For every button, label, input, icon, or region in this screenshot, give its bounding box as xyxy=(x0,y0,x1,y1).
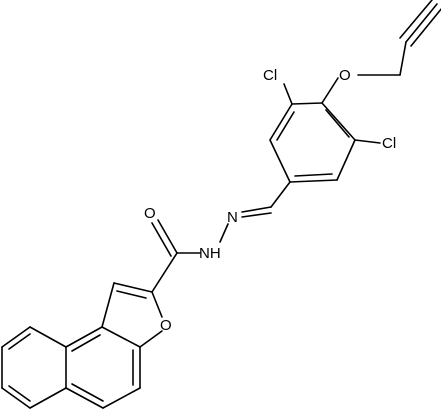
bond-furan-1 xyxy=(151,291,163,318)
bond-ring-inner-3 xyxy=(276,111,295,141)
bond-alkyne-2 xyxy=(399,0,433,39)
atom-label-o-ether: O xyxy=(339,67,351,84)
bond-ring-inner-1 xyxy=(325,109,350,138)
atom-labels: Cl O Cl O N NH O xyxy=(144,67,396,334)
bond-naph-7 xyxy=(1,326,31,348)
bond-furan-3 xyxy=(101,282,115,328)
atom-label-n-imine: N xyxy=(227,209,238,226)
bond-n-nh xyxy=(219,223,229,243)
atom-label-nh: NH xyxy=(199,245,221,262)
bond-naph-9 xyxy=(1,387,31,409)
bond-co-furan xyxy=(151,252,178,293)
bond-furan-2 xyxy=(113,282,153,293)
atom-label-cl-right: Cl xyxy=(382,135,396,152)
bond-ring-1 xyxy=(321,102,356,141)
bond-propargyl-ch2 xyxy=(399,41,407,76)
bond-naph-10 xyxy=(29,387,67,409)
bond-naph-3b xyxy=(71,383,104,402)
bond-ring-4 xyxy=(269,139,291,183)
bond-alkyne-1 xyxy=(405,3,438,43)
bond-naph-3 xyxy=(65,387,104,409)
bond-ring-inner-2 xyxy=(294,173,333,177)
bond-ring-3 xyxy=(289,179,338,183)
bond-ring-ch xyxy=(270,181,291,208)
bond-ch-n-2 xyxy=(241,212,272,218)
atom-label-o-furan: O xyxy=(160,317,172,334)
bond-naph-9b xyxy=(8,385,31,402)
bond-ring-2 xyxy=(336,139,356,181)
bond-ring-6 xyxy=(291,102,323,105)
bond-co-2 xyxy=(151,222,172,257)
bond-ring-5 xyxy=(269,103,293,141)
bond-o-ring xyxy=(321,77,339,104)
bond-cl-top xyxy=(283,83,293,105)
bond-cl-right xyxy=(354,139,381,144)
bond-naph-6 xyxy=(29,326,67,348)
bond-ch-n-1 xyxy=(241,206,272,213)
bond-alkyne-3 xyxy=(410,7,441,47)
bond-furan-2b xyxy=(116,290,147,299)
bond-naph-5 xyxy=(65,326,103,348)
bond-furan-5 xyxy=(101,326,141,348)
bond-naph-7b xyxy=(8,333,31,350)
bond-naph-2 xyxy=(102,387,141,409)
atom-label-o-carbonyl: O xyxy=(144,205,156,222)
bond-naph-5b xyxy=(71,334,101,352)
atom-label-cl-top: Cl xyxy=(263,67,277,84)
bond-furan-4 xyxy=(139,330,163,348)
bond-co-1 xyxy=(157,219,178,254)
